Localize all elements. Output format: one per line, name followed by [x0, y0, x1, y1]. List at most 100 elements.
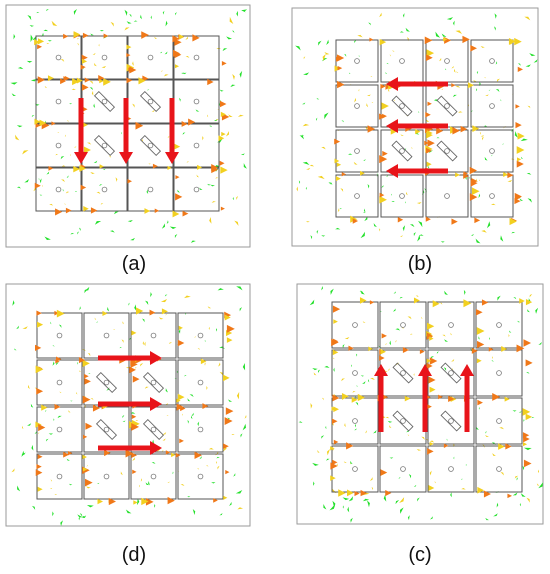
flux-glyph [138, 77, 146, 85]
flux-glyph [333, 439, 339, 445]
vector-glyph [433, 99, 438, 102]
vector-glyph [61, 179, 65, 183]
vector-glyph [496, 78, 500, 82]
vector-glyph [508, 330, 512, 333]
vector-glyph [523, 447, 532, 451]
vector-glyph [488, 89, 491, 91]
flux-glyph [438, 394, 443, 400]
vector-glyph [497, 295, 501, 301]
vector-glyph [408, 474, 412, 479]
flux-glyph [488, 346, 494, 352]
flux-glyph [335, 176, 341, 182]
vector-glyph [119, 346, 122, 349]
vector-glyph [430, 516, 433, 520]
cell-marker [55, 186, 62, 193]
vector-glyph [536, 483, 540, 486]
main-arrow-head [418, 364, 432, 376]
vector-glyph [225, 131, 230, 137]
flux-glyph [37, 454, 43, 460]
vector-glyph [509, 43, 513, 45]
vector-glyph [295, 45, 301, 51]
vector-glyph [335, 227, 341, 230]
flux-glyph [425, 216, 431, 222]
vector-glyph [227, 399, 233, 402]
vector-glyph [538, 482, 543, 489]
grid-cell [475, 349, 523, 397]
flux-glyph [474, 217, 481, 224]
flux-glyph [200, 358, 207, 365]
vector-glyph [453, 456, 455, 460]
vector-glyph [322, 53, 326, 61]
flux-glyph [37, 44, 43, 50]
cell-marker [489, 193, 495, 199]
flux-glyph [341, 393, 349, 400]
vector-glyph [373, 223, 377, 228]
vector-glyph [298, 421, 303, 423]
vector-glyph [450, 332, 452, 336]
vector-glyph [30, 403, 34, 408]
vector-glyph [13, 33, 16, 40]
cell-marker [489, 58, 495, 64]
vector-glyph [217, 465, 220, 470]
flux-glyph [455, 172, 460, 178]
flux-glyph [516, 344, 525, 353]
vector-glyph [514, 475, 519, 479]
vector-glyph [52, 511, 54, 517]
flux-glyph [37, 38, 45, 45]
flux-glyph [84, 77, 90, 83]
vector-glyph [66, 458, 70, 461]
flux-glyph [55, 208, 63, 216]
vector-glyph [305, 186, 308, 190]
vector-glyph [60, 58, 65, 62]
vector-glyph [350, 460, 353, 465]
vector-glyph [406, 191, 408, 196]
main-arrow-head [74, 152, 88, 164]
flux-glyph [427, 448, 434, 455]
cell-marker [399, 103, 405, 109]
vector-glyph [240, 433, 243, 438]
vector-glyph [88, 373, 91, 374]
grid-cell [427, 445, 475, 493]
flux-glyph [425, 54, 433, 62]
flux-glyph [452, 126, 460, 135]
vector-glyph [324, 51, 330, 55]
vector-glyph [370, 76, 373, 77]
flux-glyph [37, 76, 46, 84]
vector-glyph [402, 13, 405, 18]
vector-glyph [46, 171, 50, 175]
vector-glyph [22, 150, 29, 155]
flux-glyph [333, 338, 339, 344]
flux-glyph [443, 443, 449, 448]
grid-cell [177, 359, 224, 406]
flux-glyph [126, 44, 132, 50]
flux-glyph [380, 469, 388, 476]
vector-glyph [79, 306, 81, 311]
flux-glyph [380, 83, 386, 89]
vector-glyph [165, 20, 168, 27]
vector-glyph [358, 88, 360, 92]
vector-glyph [100, 203, 104, 205]
vector-glyph [379, 12, 382, 18]
vector-glyph [526, 172, 532, 175]
vector-glyph [367, 184, 370, 189]
flux-glyph [225, 470, 230, 475]
vector-glyph [206, 465, 209, 467]
vector-glyph [11, 93, 17, 96]
tilted-element [139, 134, 162, 157]
vector-glyph [21, 452, 26, 455]
vector-glyph [354, 97, 357, 103]
vector-glyph [481, 230, 487, 233]
vector-glyph [343, 461, 347, 463]
vector-glyph [130, 237, 135, 241]
flux-glyph [225, 407, 234, 415]
vector-glyph [204, 362, 206, 366]
vector-glyph [410, 147, 413, 149]
vector-glyph [321, 435, 325, 439]
flux-glyph [346, 442, 354, 450]
flux-glyph [106, 79, 111, 84]
vector-glyph [90, 171, 95, 174]
vector-glyph [404, 201, 406, 204]
flux-glyph [167, 165, 172, 170]
vector-glyph [140, 478, 143, 482]
